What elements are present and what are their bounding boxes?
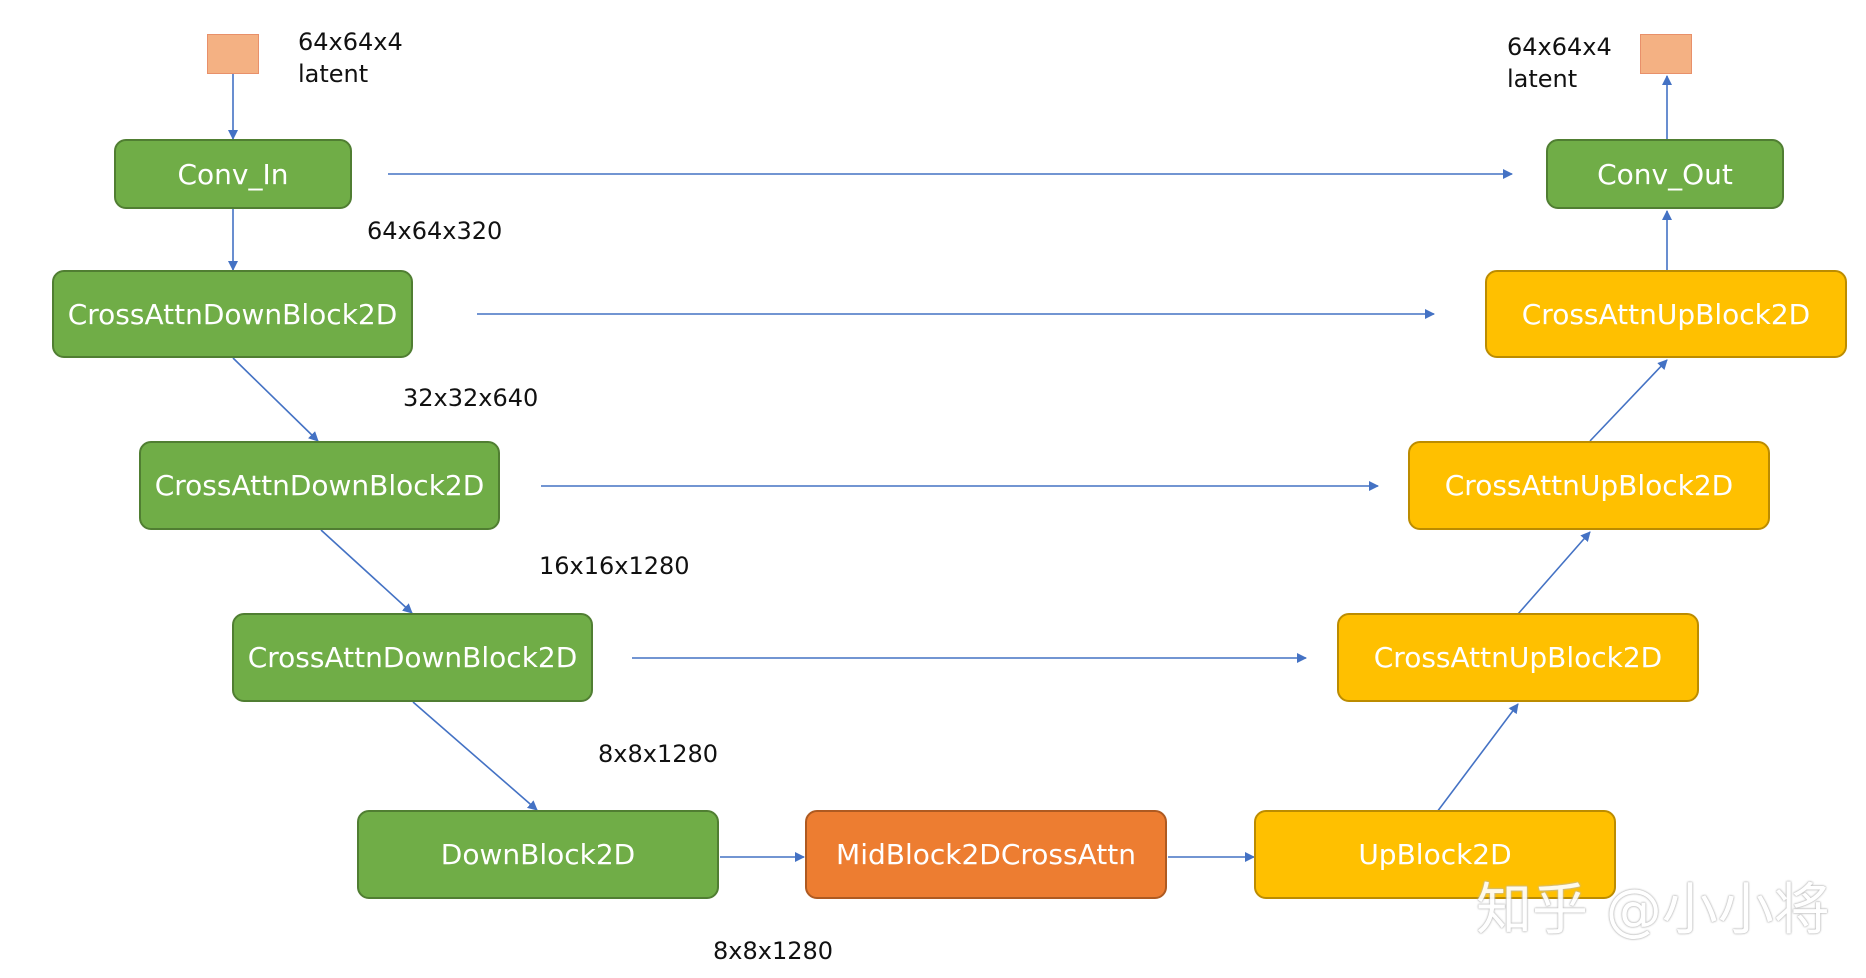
input-latent-box [207,34,259,74]
shape-label-down2: 16x16x1280 [539,552,690,580]
shape-label-down1: 32x32x640 [403,384,539,412]
input-latent-size: 64x64x4 [298,28,403,56]
arrow-down2-to-down3 [320,529,413,614]
input-latent-name: latent [298,60,369,88]
shape-label-down4: 8x8x1280 [713,937,834,965]
arrow-up3-to-up4 [1589,359,1668,442]
watermark: 知乎 @小小将 [1476,878,1830,943]
mid-block-cross-attn: MidBlock2DCrossAttn [805,810,1167,899]
cross-attn-up-block-1: CrossAttnUpBlock2D [1337,613,1699,702]
arrow-up1-to-up2 [1436,703,1519,813]
conv-in-block: Conv_In [114,139,352,209]
cross-attn-up-block-3: CrossAttnUpBlock2D [1485,270,1847,358]
shape-label-down3: 8x8x1280 [598,740,719,768]
cross-attn-down-block-3: CrossAttnDownBlock2D [232,613,593,702]
arrow-up2-to-up3 [1517,531,1591,615]
output-latent-size: 64x64x4 [1507,33,1612,61]
down-block-2d: DownBlock2D [357,810,719,899]
output-latent-box [1640,34,1692,74]
cross-attn-down-block-2: CrossAttnDownBlock2D [139,441,500,530]
up-block-2d: UpBlock2D [1254,810,1616,899]
shape-label-conv-in: 64x64x320 [367,217,503,245]
output-latent-name: latent [1507,65,1578,93]
cross-attn-up-block-2: CrossAttnUpBlock2D [1408,441,1770,530]
cross-attn-down-block-1: CrossAttnDownBlock2D [52,270,413,358]
arrow-down3-to-down4 [412,701,538,811]
arrow-down1-to-down2 [232,357,319,442]
conv-out-block: Conv_Out [1546,139,1784,209]
